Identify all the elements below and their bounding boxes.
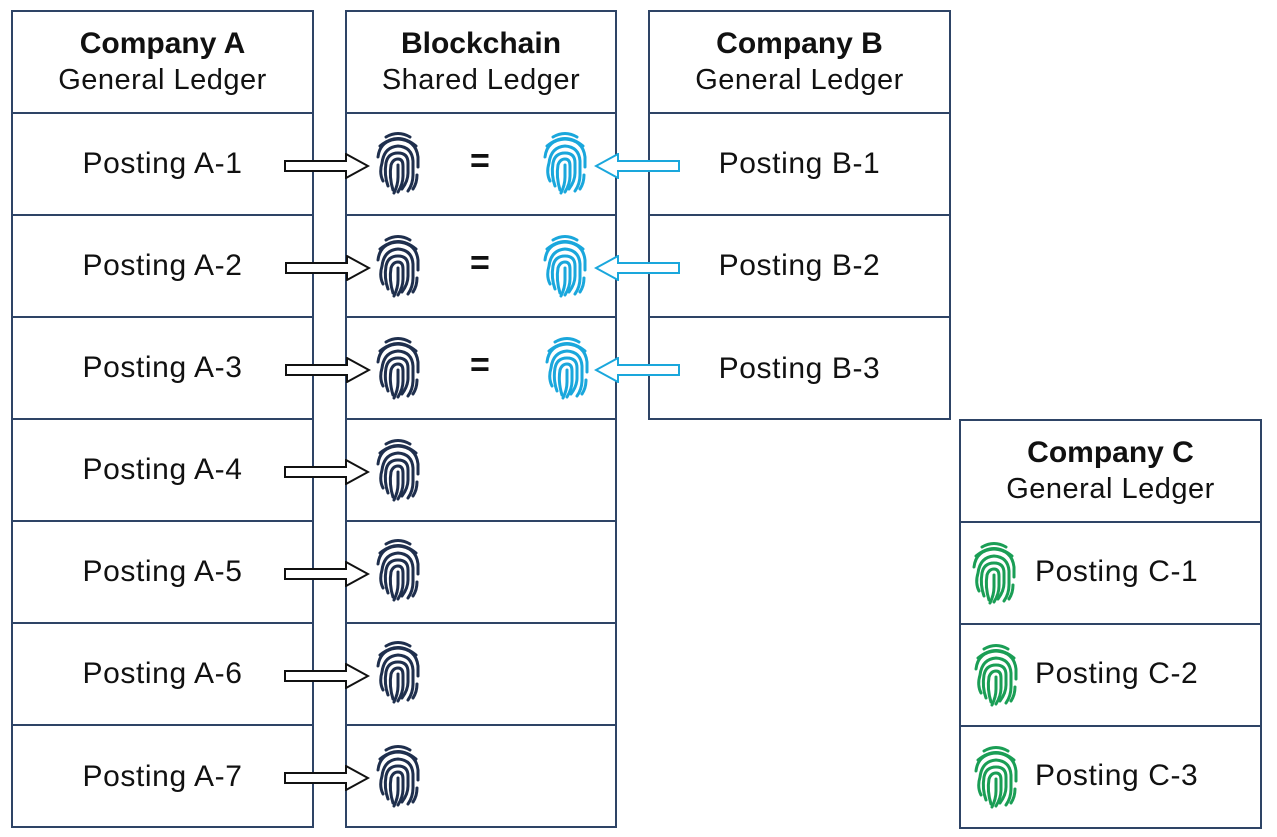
posting-b-1: Posting B-1 [718, 147, 881, 180]
posting-c-1-row: Posting C-1 [961, 523, 1260, 625]
blockchain-row-2: = [347, 216, 615, 318]
posting-a-7-row: Posting A-7 [13, 726, 312, 828]
company-a-ledger: Company A General Ledger Posting A-1 Pos… [11, 10, 314, 828]
posting-b-2: Posting B-2 [718, 249, 881, 282]
posting-a-4: Posting A-4 [82, 453, 243, 486]
posting-a-2: Posting A-2 [82, 249, 243, 282]
equals-sign: = [470, 244, 490, 282]
posting-a-3: Posting A-3 [82, 351, 243, 384]
company-b-ledger: Company B General Ledger Posting B-1 Pos… [648, 10, 951, 420]
posting-b-3-row: Posting B-3 [650, 318, 949, 420]
arrow-right-icon [284, 765, 370, 791]
company-c-header: Company C General Ledger [961, 421, 1260, 523]
blockchain-row-4 [347, 420, 615, 522]
posting-a-7: Posting A-7 [82, 760, 243, 793]
equals-sign: = [470, 346, 490, 384]
blockchain-row-1: = [347, 114, 615, 216]
posting-a-4-row: Posting A-4 [13, 420, 312, 522]
fingerprint-icon [373, 334, 423, 402]
posting-c-2-row: Posting C-2 [961, 625, 1260, 727]
blockchain-subtitle: Shared Ledger [381, 63, 581, 96]
posting-a-2-row: Posting A-2 [13, 216, 312, 318]
arrow-right-icon [284, 459, 370, 485]
arrow-left-icon [594, 357, 680, 383]
posting-a-5: Posting A-5 [82, 555, 243, 588]
fingerprint-icon [373, 129, 423, 197]
arrow-left-icon [594, 153, 680, 179]
company-b-title: Company B [716, 26, 883, 60]
fingerprint-icon [373, 232, 423, 300]
posting-a-3-row: Posting A-3 [13, 318, 312, 420]
company-a-header: Company A General Ledger [13, 12, 312, 114]
posting-a-1-row: Posting A-1 [13, 114, 312, 216]
posting-c-2: Posting C-2 [1035, 657, 1199, 690]
fingerprint-icon [971, 641, 1021, 709]
posting-b-1-row: Posting B-1 [650, 114, 949, 216]
posting-a-1: Posting A-1 [82, 147, 243, 180]
fingerprint-icon [971, 743, 1021, 811]
posting-c-3: Posting C-3 [1035, 759, 1199, 792]
posting-c-1: Posting C-1 [1035, 555, 1199, 588]
arrow-left-icon [594, 255, 680, 281]
fingerprint-icon [373, 742, 423, 810]
blockchain-title: Blockchain [400, 26, 562, 60]
company-b-subtitle: General Ledger [695, 63, 904, 96]
fingerprint-icon [540, 129, 590, 197]
posting-a-6-row: Posting A-6 [13, 624, 312, 726]
blockchain-row-3: = [347, 318, 615, 420]
blockchain-row-5 [347, 522, 615, 624]
fingerprint-icon [373, 536, 423, 604]
fingerprint-icon [373, 638, 423, 706]
company-a-subtitle: General Ledger [58, 63, 267, 96]
blockchain-row-6 [347, 624, 615, 726]
posting-a-6: Posting A-6 [82, 657, 243, 690]
company-c-subtitle: General Ledger [1006, 472, 1215, 505]
fingerprint-icon [373, 436, 423, 504]
blockchain-header: Blockchain Shared Ledger [347, 12, 615, 114]
company-b-header: Company B General Ledger [650, 12, 949, 114]
fingerprint-icon [542, 334, 592, 402]
posting-c-3-row: Posting C-3 [961, 727, 1260, 829]
posting-b-3: Posting B-3 [718, 352, 881, 385]
fingerprint-icon [969, 539, 1019, 607]
equals-sign: = [470, 142, 490, 180]
posting-b-2-row: Posting B-2 [650, 216, 949, 318]
arrow-right-icon [284, 561, 370, 587]
company-c-ledger: Company C General Ledger Posting C-1 Pos… [959, 419, 1262, 829]
company-a-title: Company A [79, 26, 246, 60]
posting-a-5-row: Posting A-5 [13, 522, 312, 624]
arrow-right-icon [285, 357, 371, 383]
arrow-right-icon [285, 255, 371, 281]
blockchain-row-7 [347, 726, 615, 828]
blockchain-ledger: Blockchain Shared Ledger = = = [345, 10, 617, 828]
arrow-right-icon [284, 153, 370, 179]
arrow-right-icon [284, 663, 370, 689]
fingerprint-icon [540, 232, 590, 300]
company-c-title: Company C [1027, 435, 1194, 469]
